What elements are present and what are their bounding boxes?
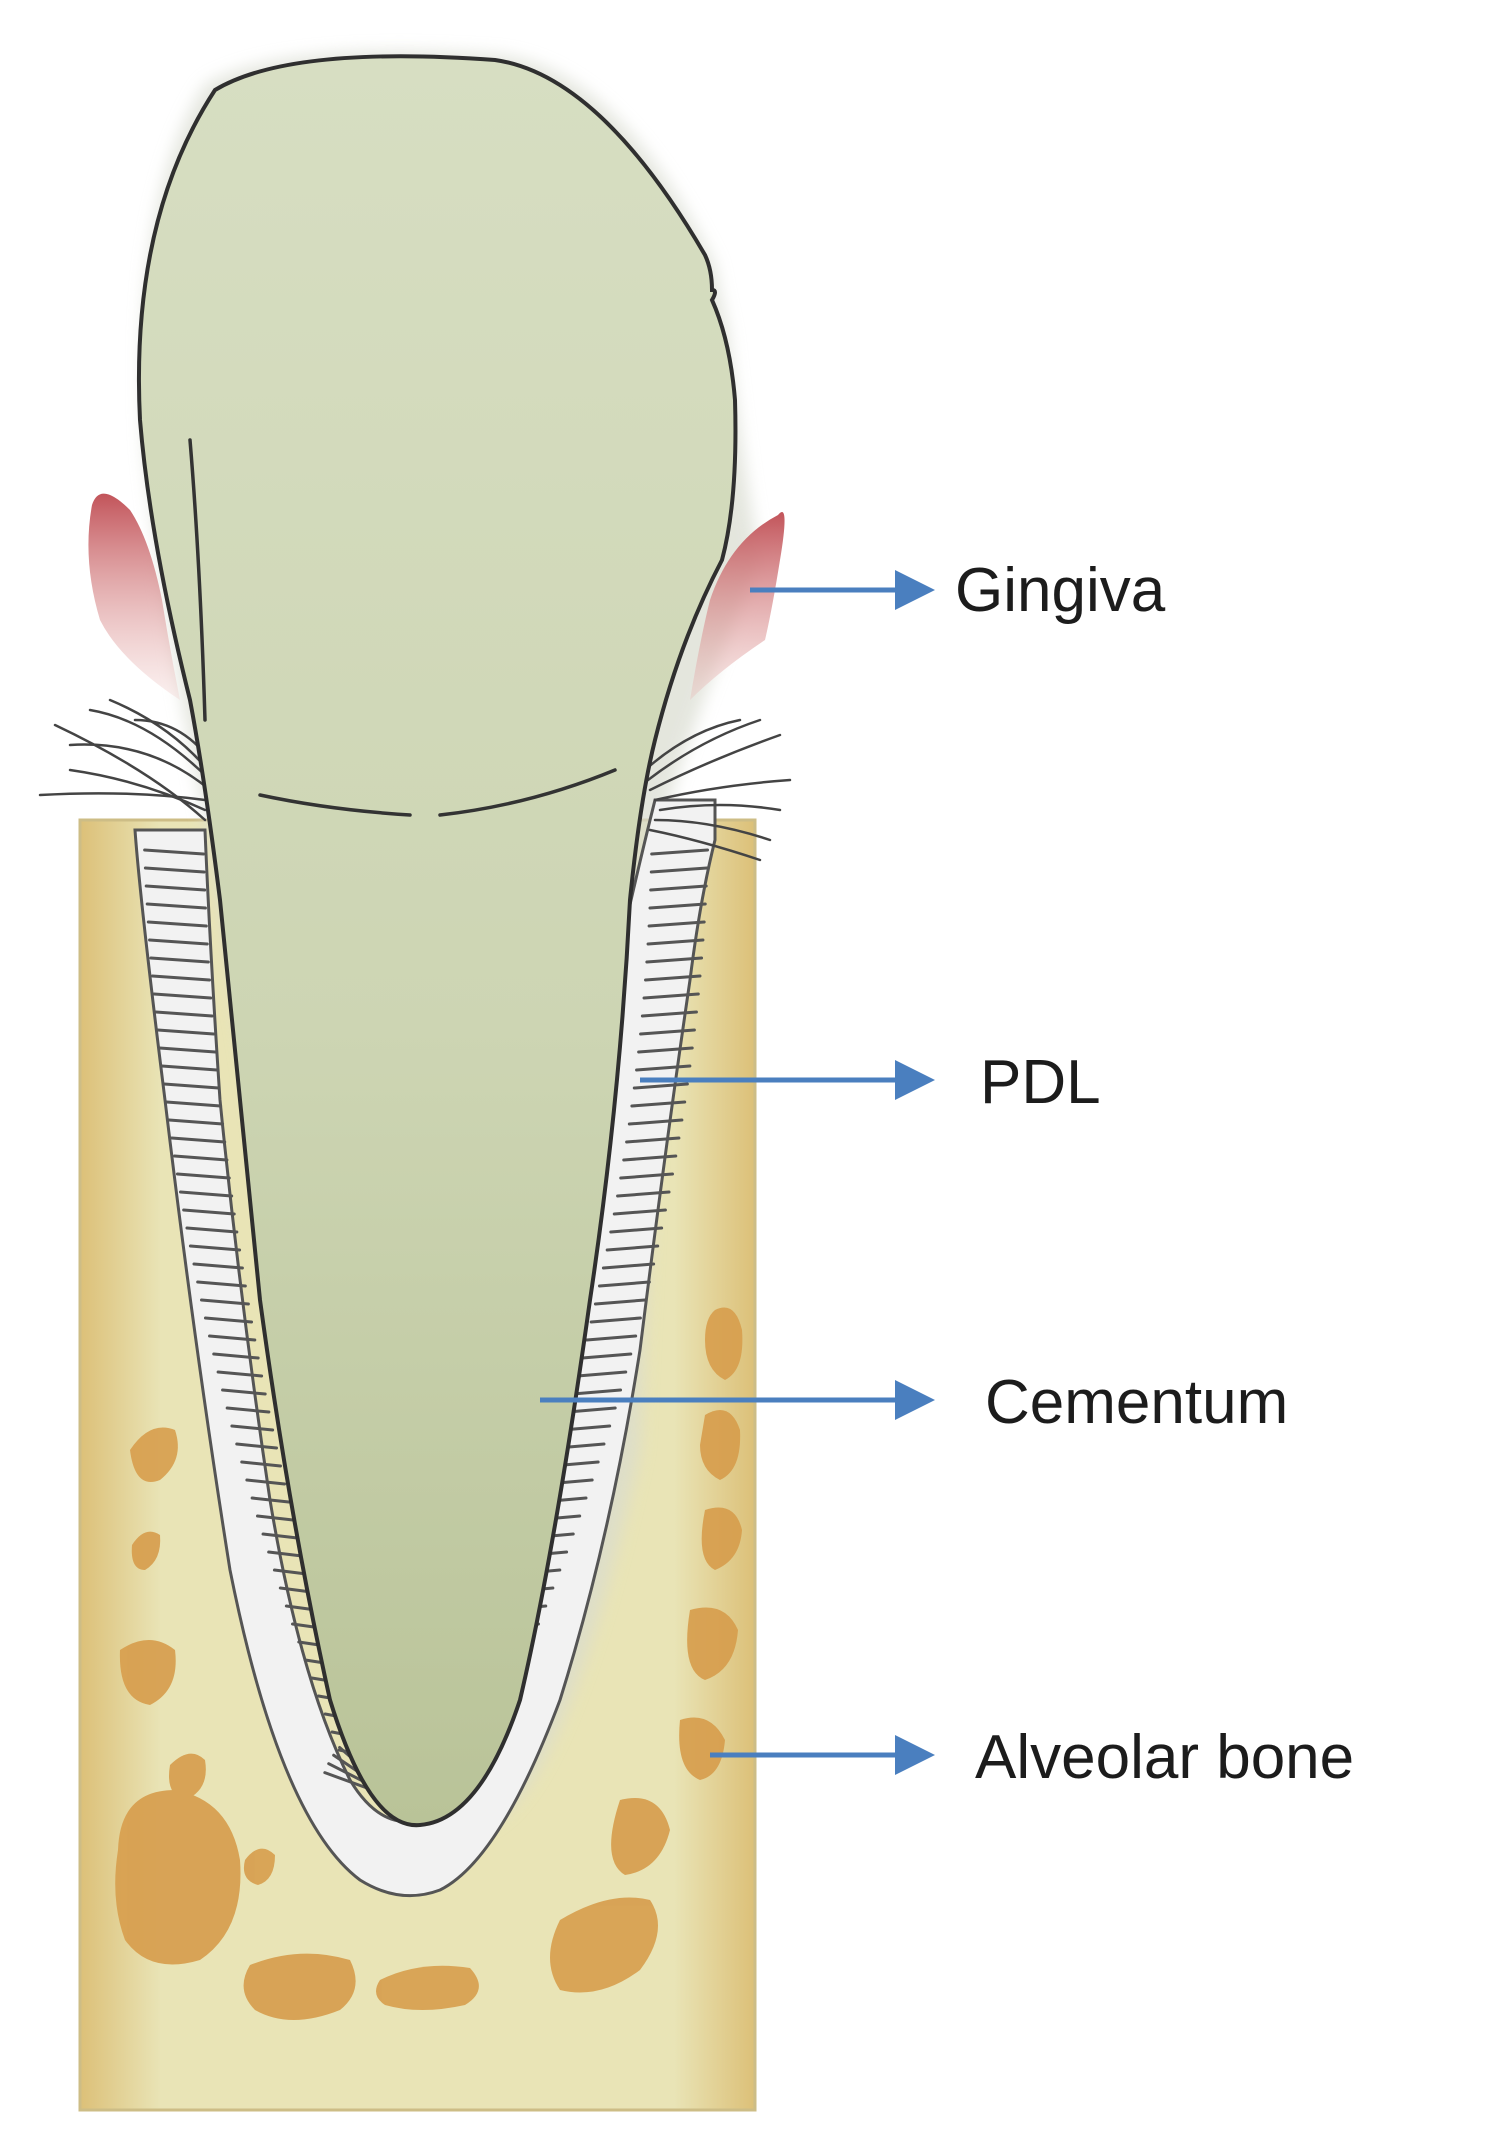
pdl-fiber bbox=[175, 1172, 231, 1180]
pdl-fiber bbox=[593, 1298, 647, 1306]
pdl-fiber bbox=[143, 848, 205, 856]
pdl-fiber bbox=[240, 1460, 282, 1468]
pdl-fiber bbox=[145, 902, 207, 910]
pdl-fiber bbox=[571, 1388, 623, 1396]
gingiva-label: Gingiva bbox=[955, 556, 1166, 625]
gingival-fibers bbox=[38, 698, 792, 862]
pdl-fiber bbox=[160, 1064, 219, 1072]
pdl-fiber bbox=[646, 938, 705, 946]
pdl-fiber bbox=[188, 1244, 242, 1252]
pdl-fiber bbox=[152, 992, 213, 1000]
pdl-fiber bbox=[154, 1010, 214, 1018]
pdl-fiber bbox=[165, 1100, 223, 1108]
pdl-fiber bbox=[143, 866, 206, 874]
pdl-fiber bbox=[601, 1262, 656, 1270]
pdl-fiber bbox=[605, 1244, 660, 1252]
pdl-fiber bbox=[173, 1154, 229, 1162]
alveolar-bone-label: Alveolar bone bbox=[975, 1723, 1355, 1792]
pdl-fiber bbox=[178, 1190, 234, 1198]
pdl-fiber bbox=[644, 974, 702, 982]
pdl-fiber bbox=[182, 1208, 236, 1216]
pdl-fiber bbox=[630, 1100, 687, 1108]
pdl-fiber bbox=[150, 974, 211, 982]
pdl-fiber bbox=[156, 1028, 216, 1036]
pdl-fiber bbox=[245, 1478, 287, 1486]
pdl-label: PDL bbox=[980, 1048, 1101, 1117]
pdl-fiber bbox=[639, 1028, 696, 1036]
pdl-fiber bbox=[148, 938, 209, 946]
pdl-fiber bbox=[203, 1316, 254, 1324]
pdl-fiber bbox=[612, 1208, 667, 1216]
pdl-fiber bbox=[267, 1550, 304, 1558]
pdl-fiber bbox=[635, 1064, 692, 1072]
pdl-fiber bbox=[609, 1226, 664, 1234]
pdl-fiber bbox=[589, 1316, 642, 1324]
pdl-fiber bbox=[185, 1226, 239, 1234]
pdl-fiber bbox=[647, 920, 706, 928]
pdl-fiber bbox=[146, 920, 208, 928]
pdl-fiber bbox=[625, 1136, 681, 1144]
enamel-line bbox=[188, 438, 207, 722]
pdl-fiber bbox=[235, 1442, 278, 1450]
pdl-fiber bbox=[208, 1334, 257, 1342]
pdl-fiber bbox=[192, 1262, 244, 1270]
pdl-fiber bbox=[576, 1370, 628, 1378]
pdl-fiber bbox=[230, 1424, 275, 1432]
pdl-fiber bbox=[637, 1046, 694, 1054]
pdl-fiber bbox=[256, 1514, 295, 1522]
pdl-fiber bbox=[622, 1154, 678, 1162]
pdl-fiber bbox=[649, 884, 708, 892]
pdl-fiber bbox=[170, 1136, 227, 1144]
cej-line bbox=[258, 768, 617, 817]
pdl-fiber bbox=[627, 1118, 684, 1126]
pdl-fiber bbox=[272, 1568, 309, 1576]
pdl-fiber bbox=[200, 1298, 250, 1306]
pdl-fiber bbox=[580, 1352, 633, 1360]
pdl-fiber bbox=[212, 1352, 260, 1360]
gingiva-right bbox=[690, 512, 785, 700]
pdl-fiber bbox=[585, 1334, 638, 1342]
pdl-fiber bbox=[323, 1771, 374, 1792]
pdl-fiber bbox=[158, 1046, 217, 1054]
pdl-fiber bbox=[649, 866, 709, 874]
pdl-fiber bbox=[619, 1172, 674, 1180]
pdl-fiber bbox=[149, 956, 210, 964]
pdl-fiber bbox=[640, 1010, 698, 1018]
pdl-fiber bbox=[144, 884, 207, 892]
pdl-fiber bbox=[648, 902, 707, 910]
pdl-fiber bbox=[632, 1082, 689, 1090]
pdl-fiber bbox=[261, 1532, 299, 1540]
pdl-fiber bbox=[225, 1406, 271, 1414]
pdl-fiber bbox=[216, 1370, 264, 1378]
pdl-fiber bbox=[642, 992, 700, 1000]
pdl-fiber bbox=[162, 1082, 221, 1090]
pdl-fiber bbox=[167, 1118, 225, 1126]
trabecular-spaces bbox=[115, 1307, 743, 2020]
pdl-band bbox=[133, 798, 717, 1898]
pdl-fiber bbox=[645, 956, 704, 964]
pdl-fiber bbox=[196, 1280, 247, 1288]
pdl-fiber bbox=[650, 848, 710, 856]
cementum-label: Cementum bbox=[985, 1368, 1289, 1437]
pdl-fiber bbox=[597, 1280, 651, 1288]
gingiva-left bbox=[88, 493, 180, 700]
pdl-fiber bbox=[221, 1388, 267, 1396]
pdl-fiber bbox=[250, 1496, 291, 1504]
arrows bbox=[540, 570, 935, 1775]
tooth-body bbox=[136, 54, 738, 1828]
pdl-fiber bbox=[616, 1190, 671, 1198]
